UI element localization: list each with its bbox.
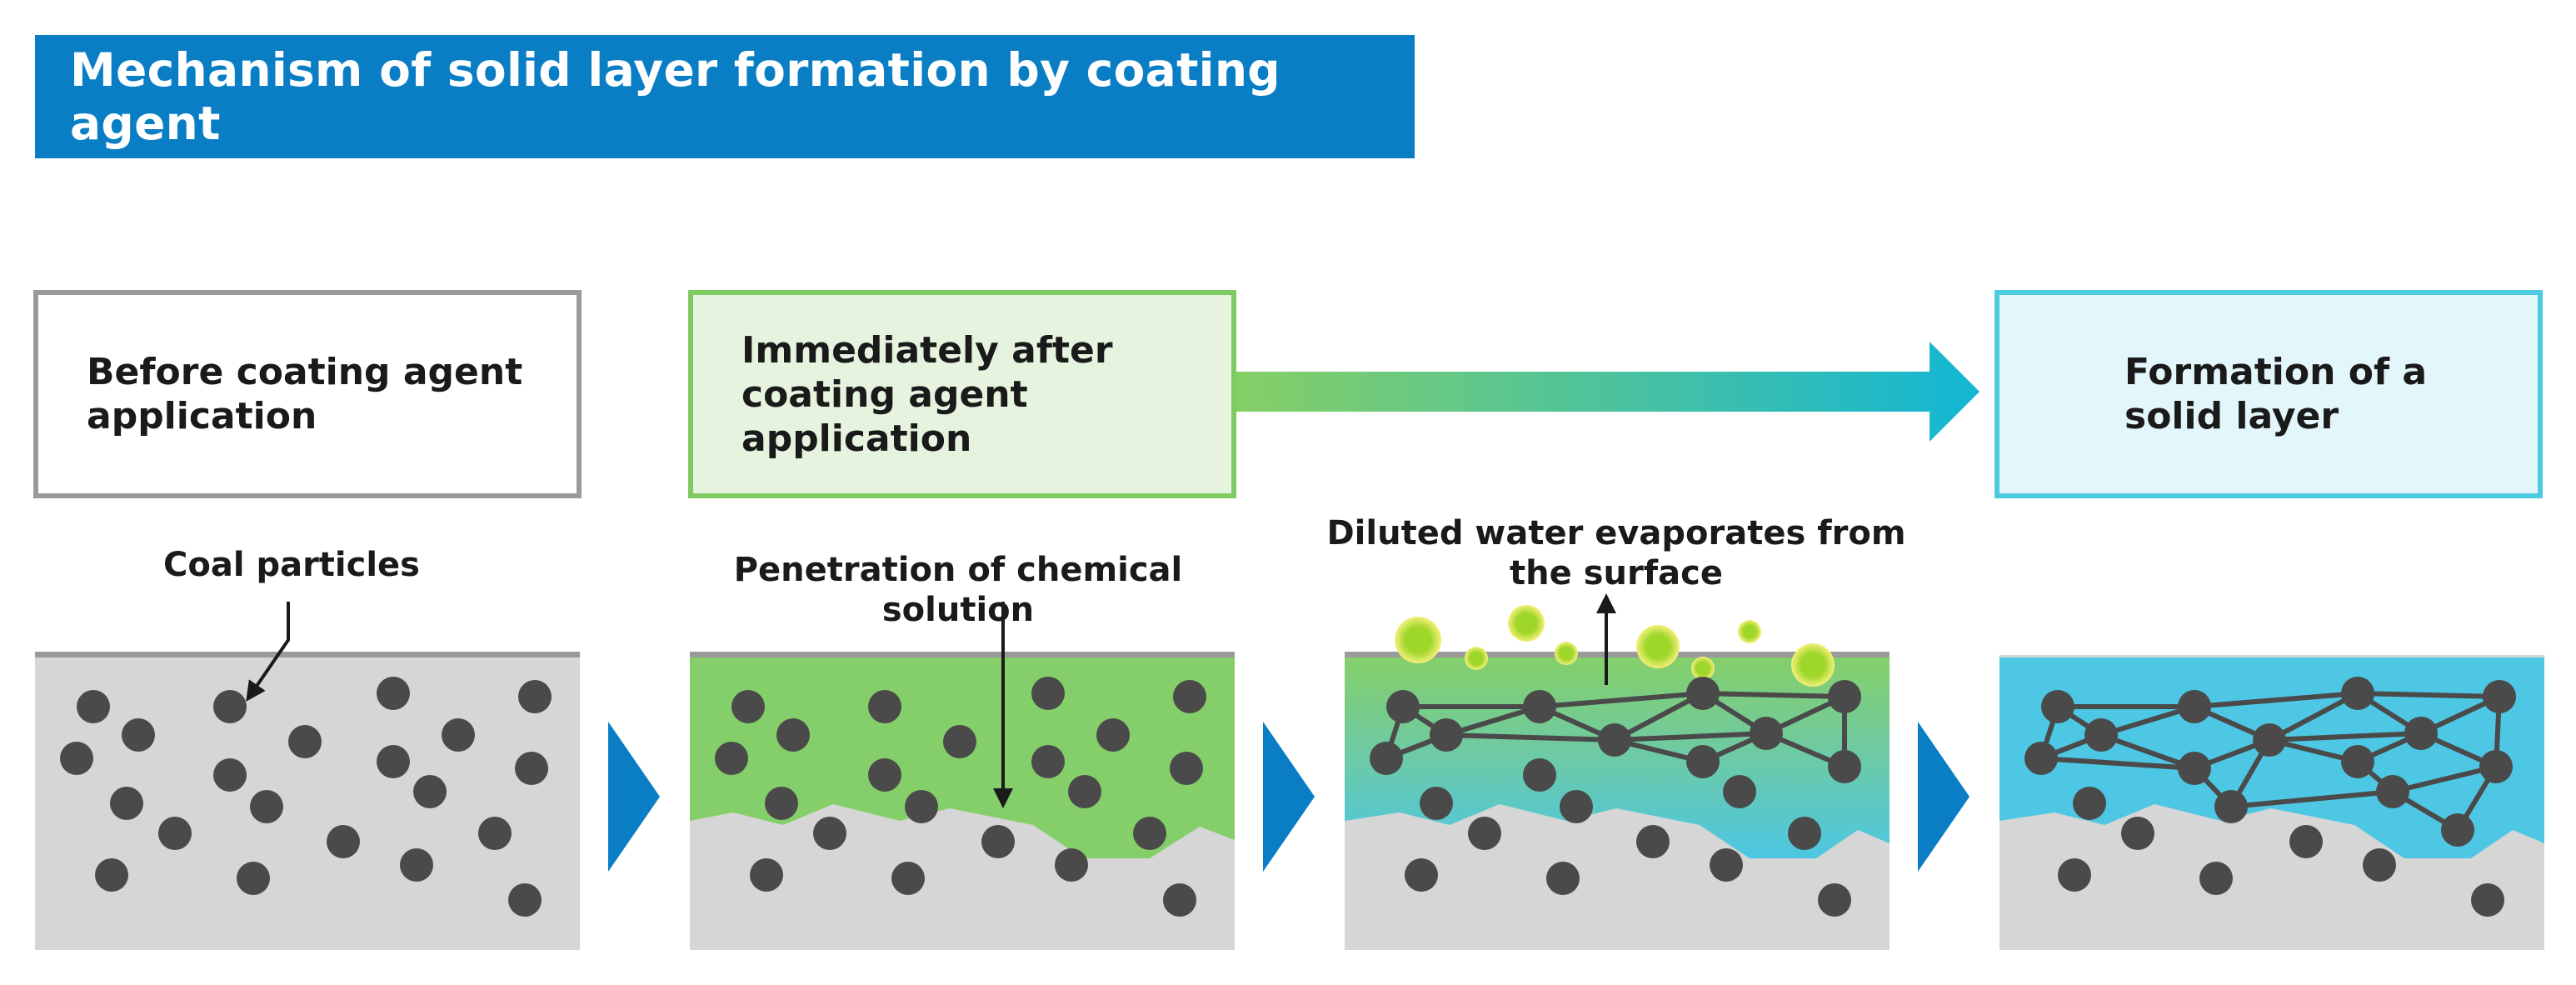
stage-box-formation: Formation of a solid layer xyxy=(1994,290,2543,498)
progress-arrow xyxy=(1236,342,1979,442)
penetration-label: Penetration of chemical solution xyxy=(733,551,1183,629)
chevron-right-icon xyxy=(1263,722,1315,872)
coal-pointer-arrow xyxy=(246,602,290,702)
stage-label-immediately-after: Immediately after coating agent applicat… xyxy=(741,328,1113,460)
stage-box-immediately-after: Immediately after coating agent applicat… xyxy=(688,290,1236,498)
page-title: Mechanism of solid layer formation by co… xyxy=(70,43,1281,150)
chevron-right-icon xyxy=(608,722,660,872)
chevron-right-icon xyxy=(1918,722,1969,872)
coal-particles-panel1 xyxy=(60,677,552,917)
title-banner: Mechanism of solid layer formation by co… xyxy=(35,35,1415,158)
evaporation-bubbles xyxy=(1395,605,1835,687)
stage-box-before: Before coating agent application xyxy=(33,290,582,498)
evaporation-label: Diluted water evaporates from the surfac… xyxy=(1326,514,1906,592)
stage-label-formation: Formation of a solid layer xyxy=(2124,351,2428,438)
coal-particles-label: Coal particles xyxy=(162,546,420,584)
coal-particles-panel3 xyxy=(1370,677,1861,917)
stage-label-before: Before coating agent application xyxy=(87,351,523,438)
coal-particles-panel4 xyxy=(2024,677,2516,917)
coal-particles-panel2 xyxy=(715,677,1206,917)
